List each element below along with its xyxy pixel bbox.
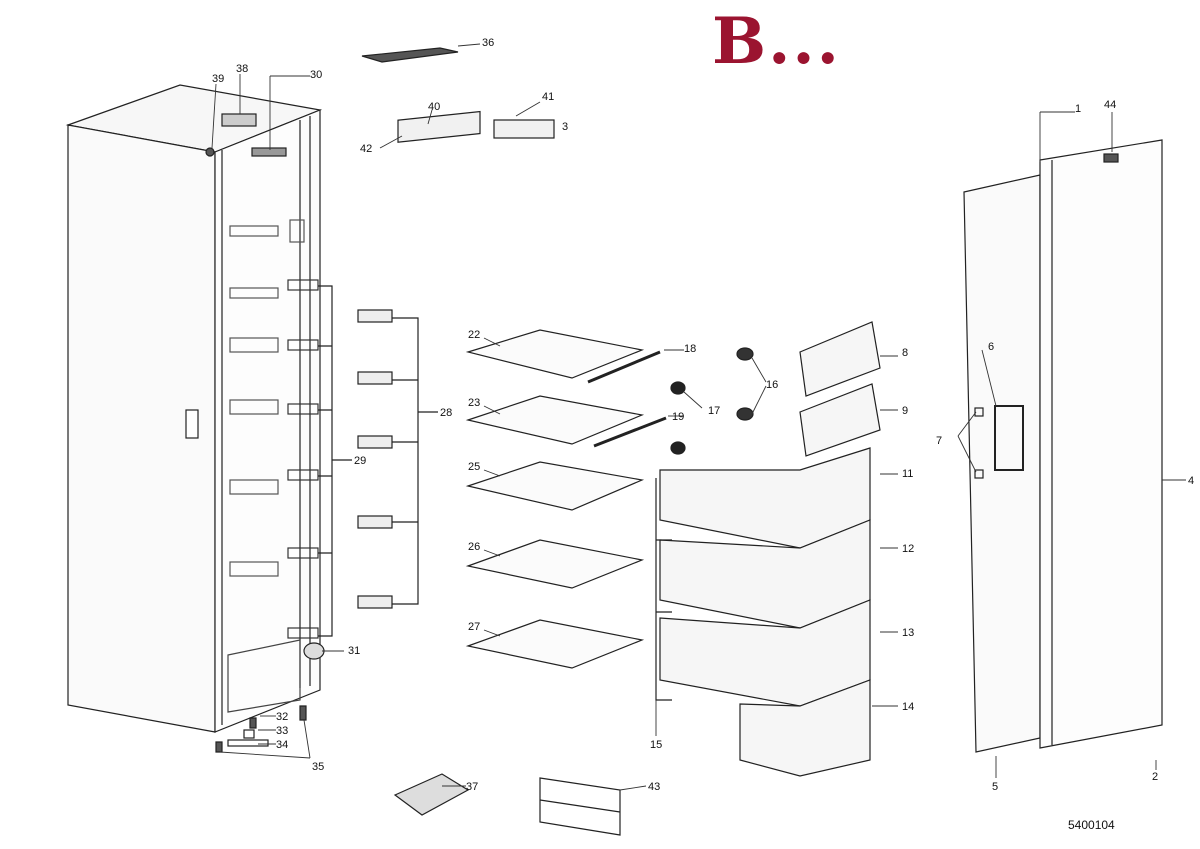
cabinet-body	[65, 84, 325, 733]
callout-44: 44	[1104, 99, 1116, 111]
callout-8: 8	[902, 347, 908, 359]
callout-25: 25	[468, 461, 480, 473]
callout-18: 18	[684, 343, 696, 355]
callout-13: 13	[902, 627, 914, 639]
callout-26: 26	[468, 541, 480, 553]
callout-34: 34	[276, 739, 288, 751]
leveling-feet	[215, 705, 307, 753]
freezer-drawers	[659, 321, 881, 777]
callout-38: 38	[236, 63, 248, 75]
callout-7: 7	[936, 435, 942, 447]
callout-22: 22	[468, 329, 480, 341]
callout-17: 17	[708, 405, 720, 417]
callout-3: 3	[562, 121, 568, 133]
callout-29: 29	[354, 455, 366, 467]
callout-1: 1	[1075, 103, 1081, 115]
callout-33: 33	[276, 725, 288, 737]
callout-39: 39	[212, 73, 224, 85]
callout-9: 9	[902, 405, 908, 417]
callout-32: 32	[276, 711, 288, 723]
callout-19: 19	[672, 411, 684, 423]
callout-37: 37	[466, 781, 478, 793]
callout-43: 43	[648, 781, 660, 793]
callout-14: 14	[902, 701, 914, 713]
callout-2: 2	[1152, 771, 1158, 783]
callout-23: 23	[468, 397, 480, 409]
callout-16: 16	[766, 379, 778, 391]
freezer-door	[963, 139, 1163, 753]
callout-4: 4	[1188, 475, 1194, 487]
callout-28: 28	[440, 407, 452, 419]
door-bins-28	[357, 309, 393, 609]
callout-5: 5	[992, 781, 998, 793]
brand-logo: B...	[712, 4, 841, 79]
callout-40: 40	[428, 101, 440, 113]
callout-31: 31	[348, 645, 360, 657]
glass-shelves	[465, 329, 645, 669]
callout-labels: 1 2 3 4 5 6 7 8 9 11 12 13 14 15 16 17 1…	[212, 37, 1194, 793]
top-panel-parts	[361, 47, 555, 143]
callout-30: 30	[310, 69, 322, 81]
drawing-code: 5400104	[1068, 818, 1115, 832]
callout-27: 27	[468, 621, 480, 633]
callout-36: 36	[482, 37, 494, 49]
callout-42: 42	[360, 143, 372, 155]
callout-35: 35	[312, 761, 324, 773]
callout-6: 6	[988, 341, 994, 353]
ice-tray-and-rack	[393, 773, 621, 836]
callout-15: 15	[650, 739, 662, 751]
callout-12: 12	[902, 543, 914, 555]
callout-11: 11	[902, 468, 913, 480]
callout-41: 41	[542, 91, 554, 103]
